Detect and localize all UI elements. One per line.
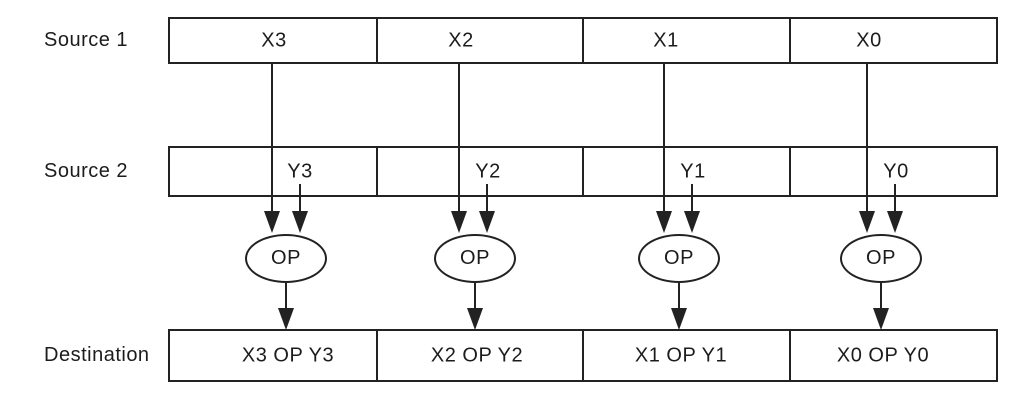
source2-cell-y2: Y2 (475, 160, 501, 182)
op-label: OP (664, 247, 694, 269)
source1-cell-x3: X3 (261, 29, 287, 51)
destination-cell-3: X3 OP Y3 (241, 344, 335, 366)
destination-register: X3 OP Y3 X2 OP Y2 X1 OP Y1 X0 OP Y0 (168, 329, 998, 382)
y3-to-op-line (299, 184, 301, 213)
x3-arrowhead (264, 211, 280, 233)
cell-divider (375, 331, 378, 380)
op-node-4: OP (840, 234, 922, 283)
result-arrowhead (671, 308, 687, 330)
source2-cell-y0: Y0 (883, 160, 909, 182)
y1-arrowhead (684, 211, 700, 233)
source1-register: X3 X2 X1 X0 (168, 17, 998, 64)
op-to-destination-line (285, 283, 287, 310)
source1-cell-x1: X1 (653, 29, 679, 51)
y1-to-op-line (691, 184, 693, 213)
cell-divider (582, 148, 584, 195)
cell-divider (788, 148, 791, 195)
source1-row-label: Source 1 (44, 29, 129, 51)
y0-arrowhead (887, 211, 903, 233)
op-to-destination-line (474, 283, 476, 310)
op-node-2: OP (434, 234, 516, 283)
destination-cell-1: X1 OP Y1 (634, 344, 728, 366)
x1-to-op-line (663, 64, 665, 213)
op-node-3: OP (638, 234, 720, 283)
op-to-destination-line (880, 283, 882, 310)
x0-to-op-line (866, 64, 868, 213)
y3-arrowhead (292, 211, 308, 233)
source2-register: Y3 Y2 Y1 Y0 (168, 146, 998, 197)
op-label: OP (271, 247, 301, 269)
destination-cell-0: X0 OP Y0 (836, 344, 930, 366)
x1-arrowhead (656, 211, 672, 233)
op-to-destination-line (678, 283, 680, 310)
op-label: OP (866, 247, 896, 269)
destination-cell-2: X2 OP Y2 (430, 344, 524, 366)
op-node-1: OP (245, 234, 327, 283)
cell-divider (582, 19, 584, 62)
result-arrowhead (278, 308, 294, 330)
source1-cell-x0: X0 (856, 29, 882, 51)
y2-to-op-line (486, 184, 488, 213)
source2-cell-y1: Y1 (680, 160, 706, 182)
cell-divider (788, 19, 791, 62)
source2-row-label: Source 2 (44, 160, 129, 182)
x0-arrowhead (859, 211, 875, 233)
cell-divider (375, 19, 378, 62)
cell-divider (582, 331, 584, 380)
op-label: OP (460, 247, 490, 269)
y0-to-op-line (894, 184, 896, 213)
result-arrowhead (467, 308, 483, 330)
cell-divider (788, 331, 791, 380)
result-arrowhead (873, 308, 889, 330)
cell-divider (375, 148, 378, 195)
x2-arrowhead (451, 211, 467, 233)
x2-to-op-line (458, 64, 460, 213)
y2-arrowhead (479, 211, 495, 233)
destination-row-label: Destination (44, 344, 150, 366)
source1-cell-x2: X2 (448, 29, 474, 51)
source2-cell-y3: Y3 (287, 160, 313, 182)
x3-to-op-line (271, 64, 273, 213)
